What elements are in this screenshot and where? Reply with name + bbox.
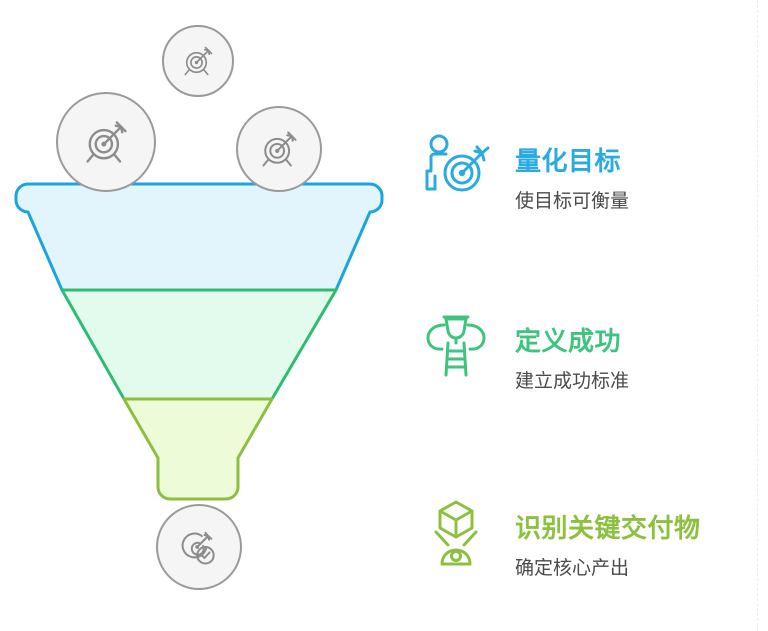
target-arrow-check-icon	[177, 525, 221, 569]
output-bubble-bottom[interactable]	[156, 504, 242, 590]
target-arrow-icon	[257, 127, 301, 171]
funnel-band-define	[60, 288, 338, 401]
person-target-arrow-icon	[422, 131, 496, 203]
step-title: 识别关键交付物	[515, 513, 701, 543]
step-subtitle: 建立成功标准	[515, 371, 630, 392]
step-item-identify[interactable]: 识别关键交付物 确定核心产出	[418, 492, 768, 602]
step-subtitle: 使目标可衡量	[515, 191, 630, 212]
box-delivery-icon	[422, 498, 496, 570]
funnel-band-quantify	[14, 182, 384, 292]
step-title: 量化目标	[515, 146, 622, 176]
funnel-band-identify	[122, 397, 274, 501]
step-item-define[interactable]: 定义成功 建立成功标准	[418, 305, 768, 415]
target-arrow-icon	[180, 43, 216, 79]
step-title: 定义成功	[515, 326, 622, 356]
step-subtitle: 确定核心产出	[515, 558, 630, 579]
right-guide-line	[757, 0, 758, 631]
steps-list: 量化目标 使目标可衡量	[418, 0, 768, 631]
target-arrow-icon	[80, 116, 132, 168]
input-bubble-right[interactable]	[236, 106, 322, 192]
input-bubble-left[interactable]	[56, 92, 156, 192]
input-bubble-top[interactable]	[162, 25, 234, 97]
step-item-quantify[interactable]: 量化目标 使目标可衡量	[418, 125, 768, 235]
funnel-diagram	[14, 182, 384, 501]
trophy-ladder-icon	[422, 311, 496, 383]
